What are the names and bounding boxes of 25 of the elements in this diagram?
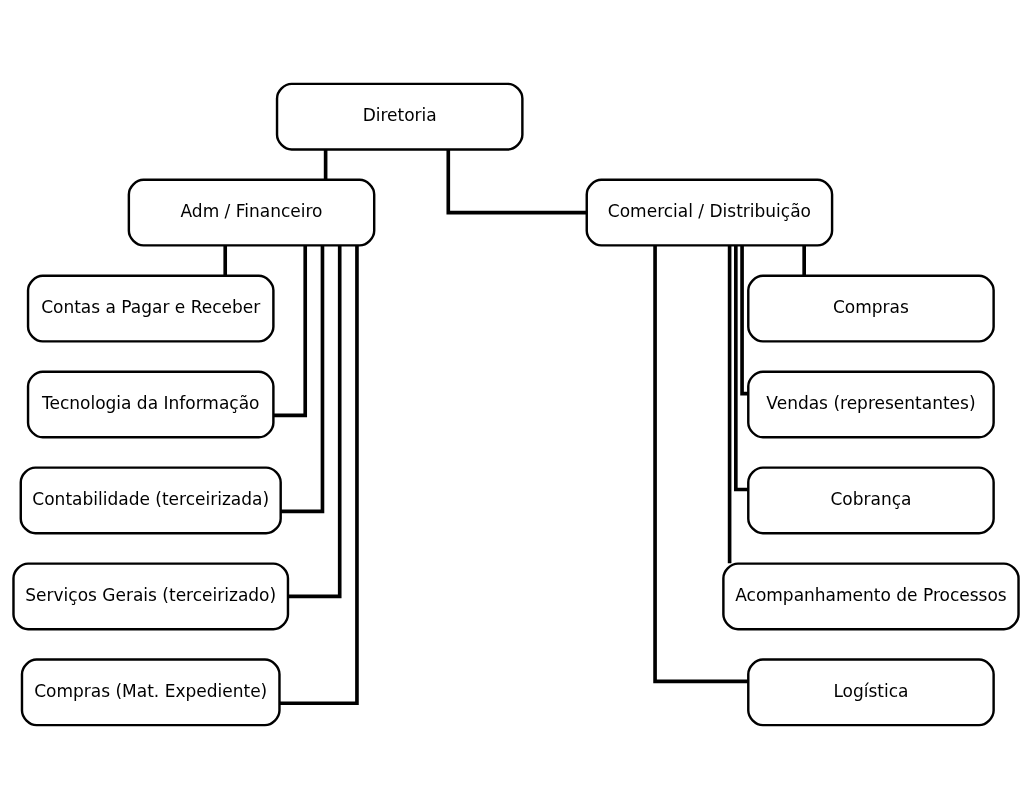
connector (727, 245, 732, 563)
node-box: Contas a Pagar e Receber (26, 274, 275, 343)
connector (802, 245, 806, 275)
node-box: Vendas (representantes) (747, 370, 995, 438)
node-box: Logística (747, 657, 995, 726)
node-box: Serviços Gerais (terceirizado) (12, 561, 290, 630)
node-box: Tecnologia da Informação (26, 370, 275, 438)
connector (653, 245, 749, 683)
connector (288, 245, 342, 598)
connector (740, 245, 749, 395)
connector (273, 245, 308, 417)
node-box: Compras (747, 274, 995, 343)
connector (280, 245, 325, 513)
connector (323, 149, 328, 179)
connector (734, 244, 748, 491)
connector (446, 149, 587, 214)
node-box: Contabilidade (terceirizada) (19, 465, 282, 534)
node-box: Compras (Mat. Expediente) (20, 657, 281, 726)
node-box: Cobrança (747, 465, 995, 534)
node-box: Acompanhamento de Processos (722, 561, 1020, 630)
connector (223, 245, 228, 275)
node-box: Diretoria (275, 82, 524, 151)
connector (279, 245, 359, 705)
node-box: Comercial / Distribuição (585, 178, 834, 247)
node-box: Adm / Financeiro (127, 178, 376, 247)
